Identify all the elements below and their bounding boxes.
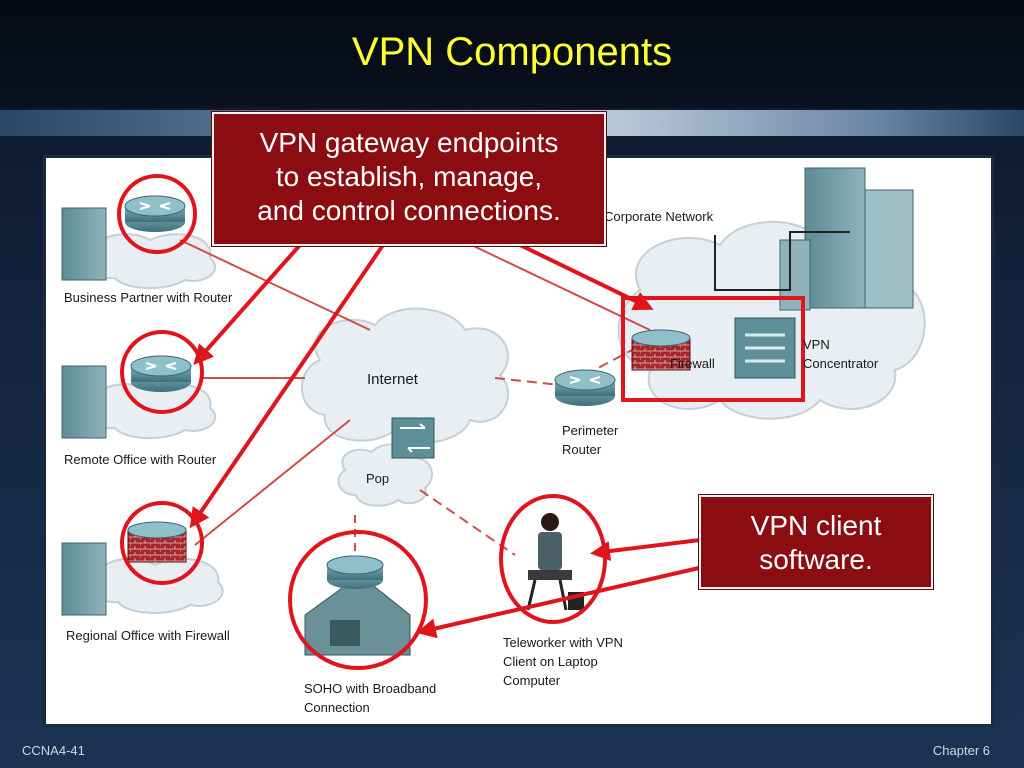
pop-cloud [337, 443, 434, 507]
perimeter-router-label: Perimeter Router [562, 423, 619, 457]
arrow-to-corporate [519, 243, 654, 311]
arrow-to-remote-router [193, 243, 302, 365]
arrow-to-soho [416, 563, 713, 639]
remote-office-router-icon [130, 355, 192, 392]
internet-cloud [300, 307, 510, 444]
teleworker-label: Teleworker with VPN Client on Laptop Com… [503, 635, 623, 688]
firewall-label: Firewall [670, 356, 715, 371]
pop-switch-icon [391, 417, 435, 459]
footer-left: CCNA4-41 [22, 743, 85, 758]
arrow-to-regional-firewall [189, 243, 385, 529]
remote-office-building-icon [61, 365, 107, 439]
title-band [0, 0, 1024, 108]
partner-cloud [90, 233, 217, 290]
highlight-corporate-gateways [621, 296, 805, 402]
highlight-partner-router [117, 174, 197, 254]
highlight-remote-router [120, 330, 204, 414]
regional-cloud [93, 557, 224, 614]
soho-label: SOHO with Broadband Connection [304, 681, 437, 715]
business-partner-router-icon [124, 195, 186, 232]
vpn-concentrator-label: VPN Concentrator [803, 337, 879, 371]
business-partner-label: Business Partner with Router [64, 290, 233, 305]
vpn-concentrator-icon [734, 317, 796, 379]
corporate-firewall-icon [631, 329, 691, 371]
pop-label: Pop [366, 471, 390, 486]
internet-label: Internet [367, 371, 418, 388]
arrow-to-teleworker [590, 538, 701, 561]
perimeter-router-icon [554, 369, 616, 406]
highlight-soho [288, 530, 428, 670]
regional-firewall-icon [127, 521, 187, 563]
corporate-building-icon [779, 167, 914, 311]
slide-title: VPN Components [351, 30, 673, 74]
regional-office-label: Regional Office with Firewall [66, 628, 230, 643]
highlight-regional-firewall [120, 501, 204, 585]
footer-right: Chapter 6 [932, 743, 990, 758]
gateway-callout: VPN gateway endpoints to establish, mana… [212, 112, 606, 246]
business-partner-building-icon [61, 207, 107, 281]
client-callout: VPN client software. [699, 495, 933, 589]
regional-office-building-icon [61, 542, 107, 616]
corporate-network-label: Corporate Network [604, 209, 714, 224]
remote-office-label: Remote Office with Router [64, 452, 217, 467]
soho-house-icon [304, 555, 411, 656]
